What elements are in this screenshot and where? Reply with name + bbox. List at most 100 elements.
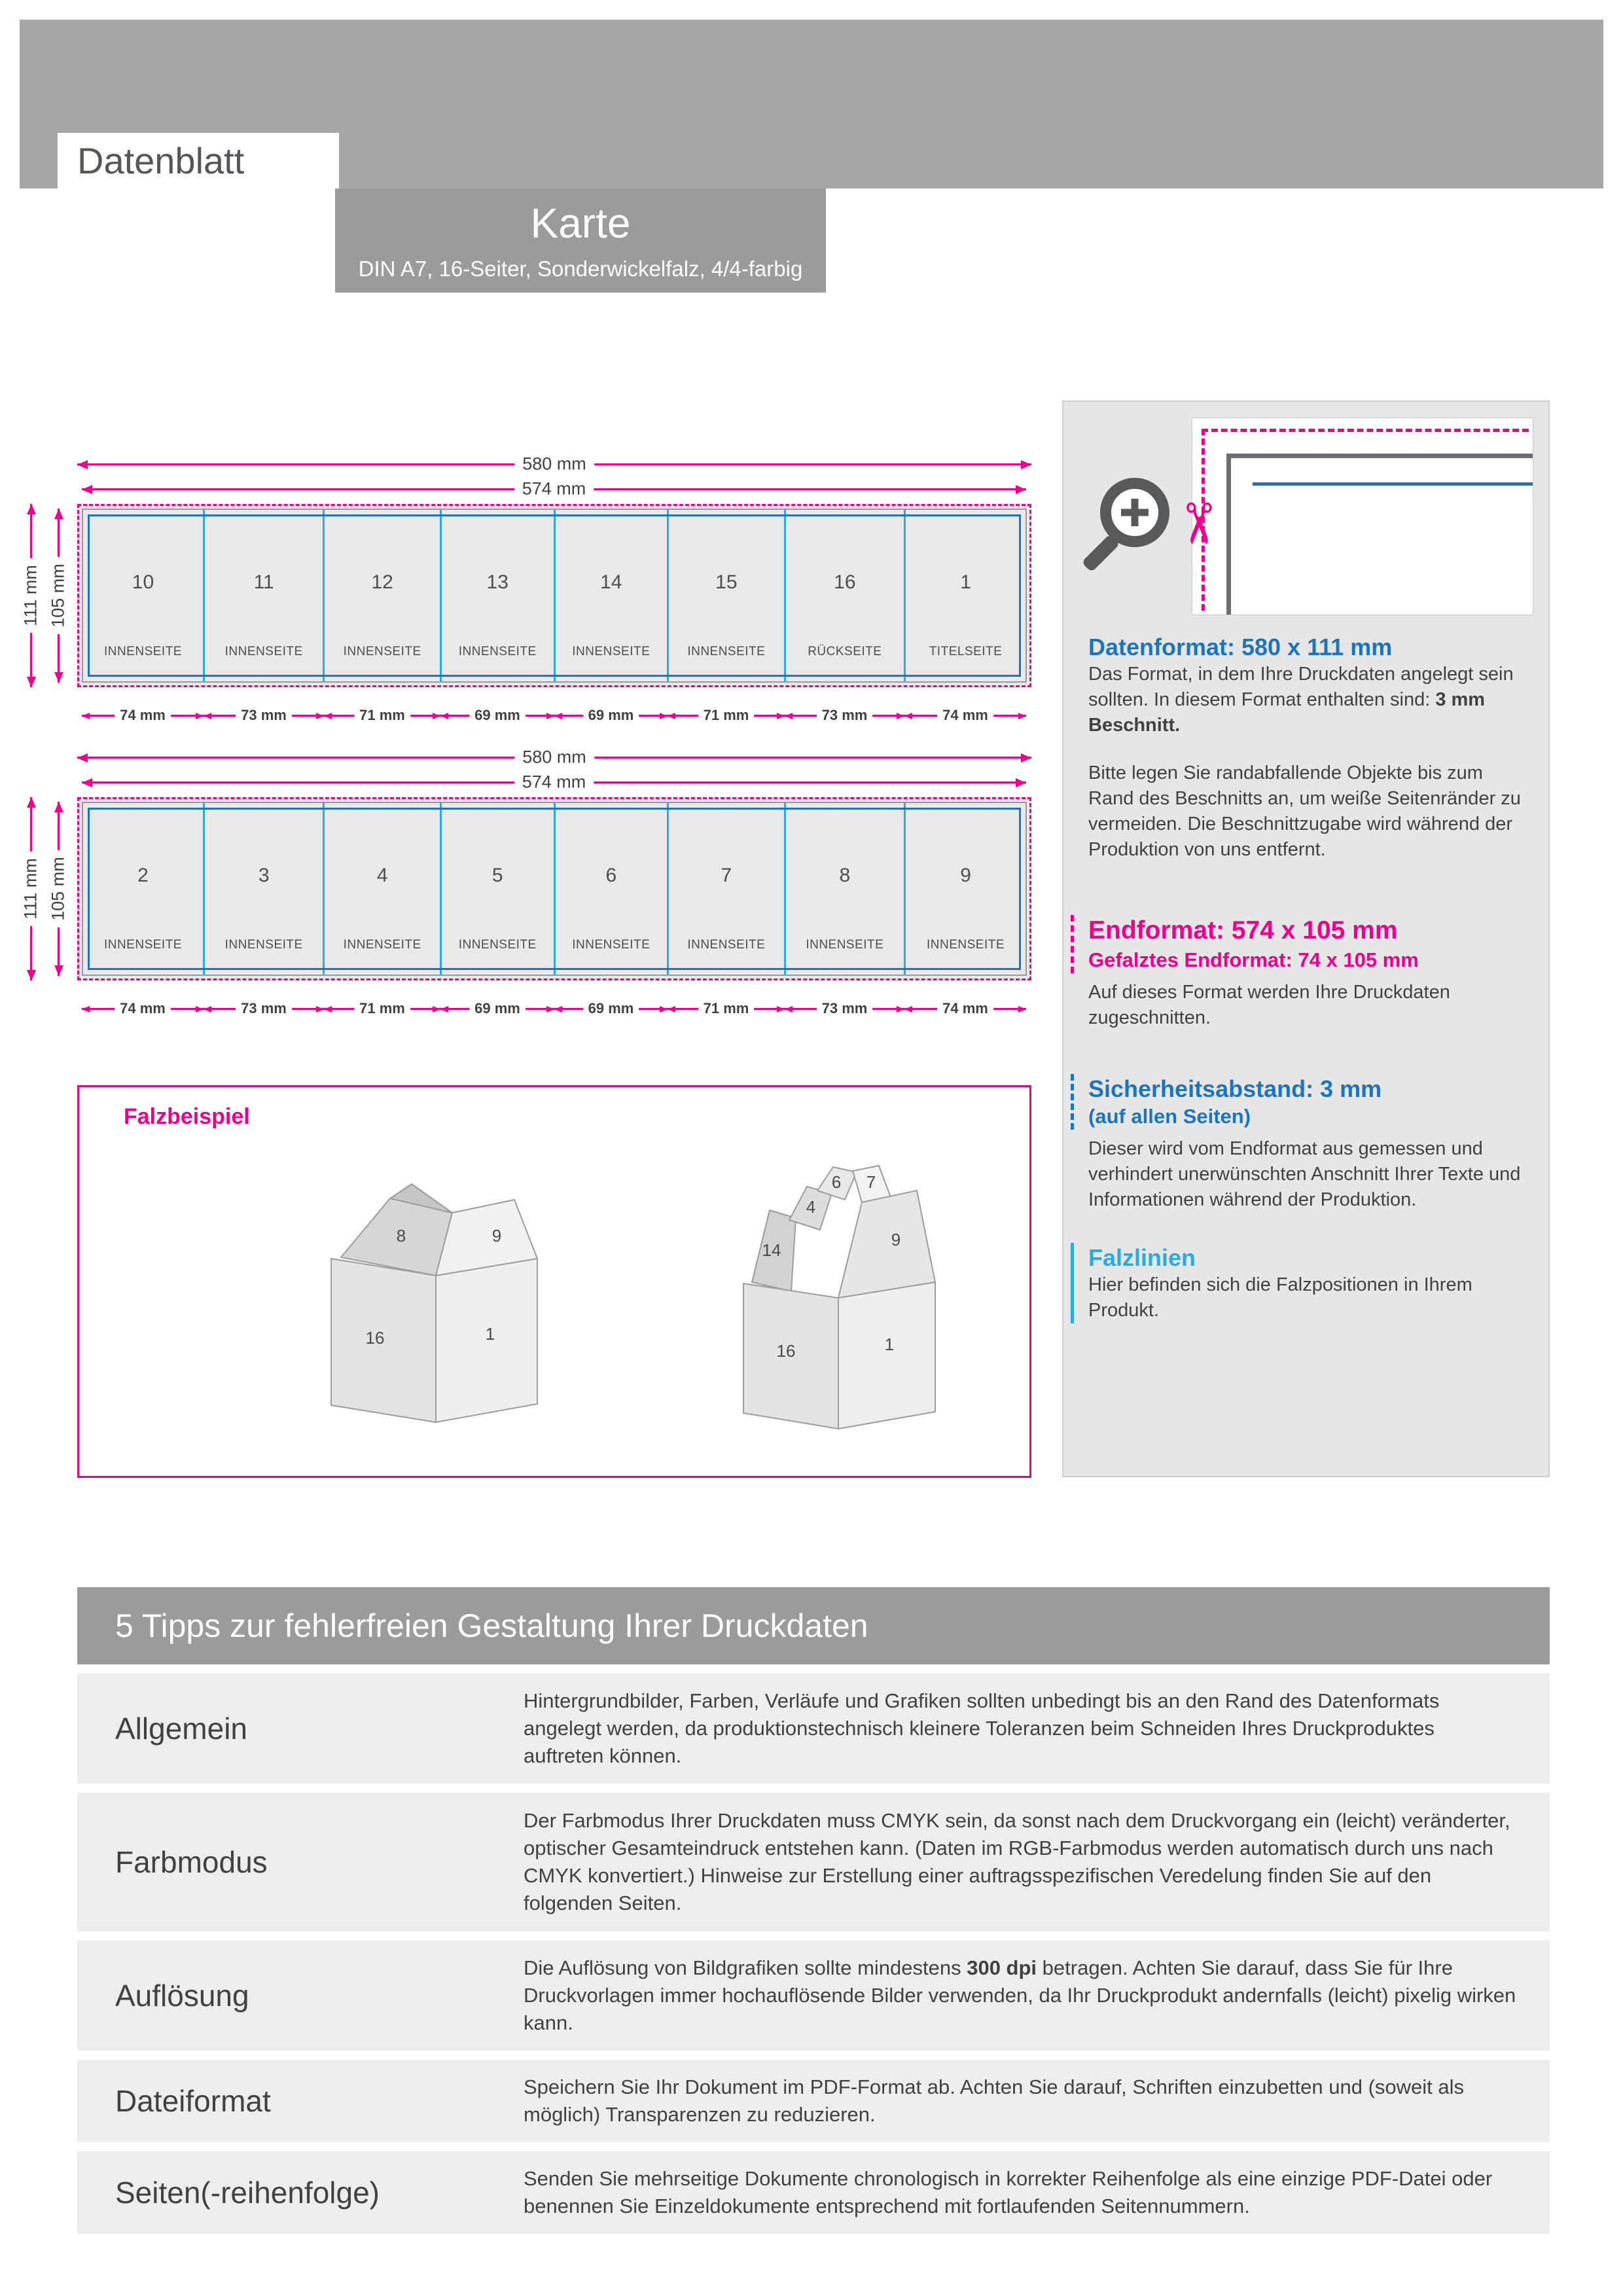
fold-face <box>838 1282 936 1429</box>
endformat-trim-line-vertical <box>1226 454 1231 615</box>
dim-datenformat-width-top: 580 mm <box>77 454 1031 475</box>
magnifier-plus-icon <box>1100 478 1169 547</box>
endformat-block: Endformat: 574 x 105 mm Gefalztes Endfor… <box>1071 915 1524 974</box>
dim-panel-width-bottom-6: 73 mm <box>785 1000 904 1017</box>
dim-endformat-height-bottom: 105 mm <box>48 802 69 976</box>
dim-panel-width-top-4: 69 mm <box>554 707 668 724</box>
fold-face <box>435 1258 538 1423</box>
dim-label: 74 mm <box>115 1000 171 1017</box>
tip-text-part: Der Farbmodus Ihrer Druckdaten muss CMYK… <box>524 1809 1510 1914</box>
panel-side-label: RÜCKSEITE <box>808 645 882 658</box>
dim-label: 74 mm <box>937 1000 993 1017</box>
fold-example-left-illustration: 8 9 16 1 <box>330 1183 538 1423</box>
panel-side-label: INNENSEITE <box>687 938 766 952</box>
magnifier-zoom-icon <box>1080 478 1192 589</box>
fold-example-box: Falzbeispiel 8 9 16 1 14 4 6 7 9 16 <box>77 1085 1031 1478</box>
dim-endformat-width-bottom: 574 mm <box>82 772 1026 793</box>
dim-panel-width-top-3: 69 mm <box>440 707 554 724</box>
tip-text-part: betragen. Achten Sie darauf, dass Sie fü… <box>524 1956 1516 2034</box>
panel-number: 12 <box>371 571 393 594</box>
panel-number: 15 <box>715 571 738 594</box>
dim-label: 73 mm <box>236 1000 292 1017</box>
dim-label: 73 mm <box>816 707 873 724</box>
panel-number: 3 <box>258 865 270 887</box>
dim-label: 111 mm <box>20 852 41 926</box>
safety-subtitle: (auf allen Seiten) <box>1088 1105 1251 1128</box>
info-sidebar: ✂ Datenformat: 580 x 111 mm Das Format, … <box>1062 401 1550 1477</box>
tip-text: Hintergrundbilder, Farben, Verläufe und … <box>524 1687 1550 1770</box>
panel-side-label: INNENSEITE <box>224 645 303 658</box>
dim-label: 71 mm <box>698 707 755 724</box>
dim-panel-width-bottom-4: 69 mm <box>554 1000 668 1017</box>
safety-title: Sicherheitsabstand: 3 mm <box>1088 1075 1382 1103</box>
tip-text: Der Farbmodus Ihrer Druckdaten muss CMYK… <box>524 1807 1550 1917</box>
datenformat-text-bold: 3 mm Beschnitt. <box>1088 689 1486 736</box>
dim-label: 580 mm <box>514 747 594 768</box>
product-title: Karte <box>530 200 631 247</box>
dim-panel-width-top-2: 71 mm <box>324 707 440 724</box>
dim-endformat-height-top: 105 mm <box>48 509 69 683</box>
dim-panel-width-bottom-1: 73 mm <box>204 1000 324 1017</box>
fold-face-number: 8 <box>397 1226 406 1246</box>
panel-side-label: INNENSEITE <box>224 938 303 952</box>
panel-number: 14 <box>600 571 622 594</box>
fold-face-number: 9 <box>492 1226 501 1246</box>
safety-block: Sicherheitsabstand: 3 mm (auf allen Seit… <box>1071 1074 1524 1130</box>
dim-label: 69 mm <box>469 1000 526 1017</box>
dim-endformat-width-top: 574 mm <box>82 478 1026 499</box>
dim-label: 580 mm <box>514 454 594 475</box>
dim-panel-width-bottom-3: 69 mm <box>440 1000 554 1017</box>
dim-label: 69 mm <box>582 707 639 724</box>
datenformat-bleed-line-vertical <box>1202 429 1205 611</box>
dim-label: 71 mm <box>354 1000 410 1017</box>
fold-face-number: 7 <box>866 1172 876 1192</box>
panel-number: 5 <box>491 865 503 887</box>
fold-face <box>389 1183 453 1213</box>
datenformat-bleed-line-horizontal <box>1202 429 1529 432</box>
endformat-title: Endformat: 574 x 105 mm <box>1088 916 1398 944</box>
panel-side-label: INNENSEITE <box>103 645 182 658</box>
dim-label: 71 mm <box>698 1000 755 1017</box>
tip-row-allgemein: Allgemein Hintergrundbilder, Farben, Ver… <box>77 1674 1550 1784</box>
dim-label: 74 mm <box>937 707 993 724</box>
tip-text-part: Hintergrundbilder, Farben, Verläufe und … <box>524 1689 1440 1767</box>
panel-side-label: INNENSEITE <box>927 938 1005 952</box>
panel-side-label: INNENSEITE <box>687 645 766 658</box>
dim-panel-width-top-0: 74 mm <box>82 707 204 724</box>
fold-face-number: 9 <box>891 1230 901 1249</box>
fold-face <box>838 1190 936 1299</box>
tip-text: Die Auflösung von Bildgrafiken sollte mi… <box>524 1954 1550 2037</box>
panel-number: 11 <box>253 571 274 594</box>
sidebar-content: Datenformat: 580 x 111 mm Das Format, in… <box>1063 632 1548 1324</box>
panel-number: 7 <box>721 865 732 887</box>
tip-text-part: Speichern Sie Ihr Dokument im PDF-Format… <box>524 2075 1465 2126</box>
fold-face-number: 16 <box>777 1341 796 1361</box>
dim-datenformat-height-bottom: 111 mm <box>20 797 41 980</box>
doc-type-label: Datenblatt <box>58 133 339 188</box>
fold-face-number: 14 <box>762 1240 781 1260</box>
tip-row-dateiformat: Dateiformat Speichern Sie Ihr Dokument i… <box>77 2060 1550 2142</box>
fold-face-number: 16 <box>366 1328 385 1348</box>
product-subtitle: DIN A7, 16-Seiter, Sonderwickelfalz, 4/4… <box>358 257 803 281</box>
tip-label: Farbmodus <box>115 1845 268 1879</box>
dim-panel-width-top-5: 71 mm <box>668 707 785 724</box>
safety-text: Dieser wird vom Endformat aus gemessen u… <box>1088 1138 1521 1211</box>
datenformat-title: Datenformat: 580 x 111 mm <box>1088 634 1393 660</box>
panel-side-label: INNENSEITE <box>458 645 537 658</box>
endformat-trim-line-horizontal <box>1226 454 1533 458</box>
foldlines-title: Falzlinien <box>1088 1244 1196 1272</box>
dim-panel-width-bottom-0: 74 mm <box>82 1000 204 1017</box>
